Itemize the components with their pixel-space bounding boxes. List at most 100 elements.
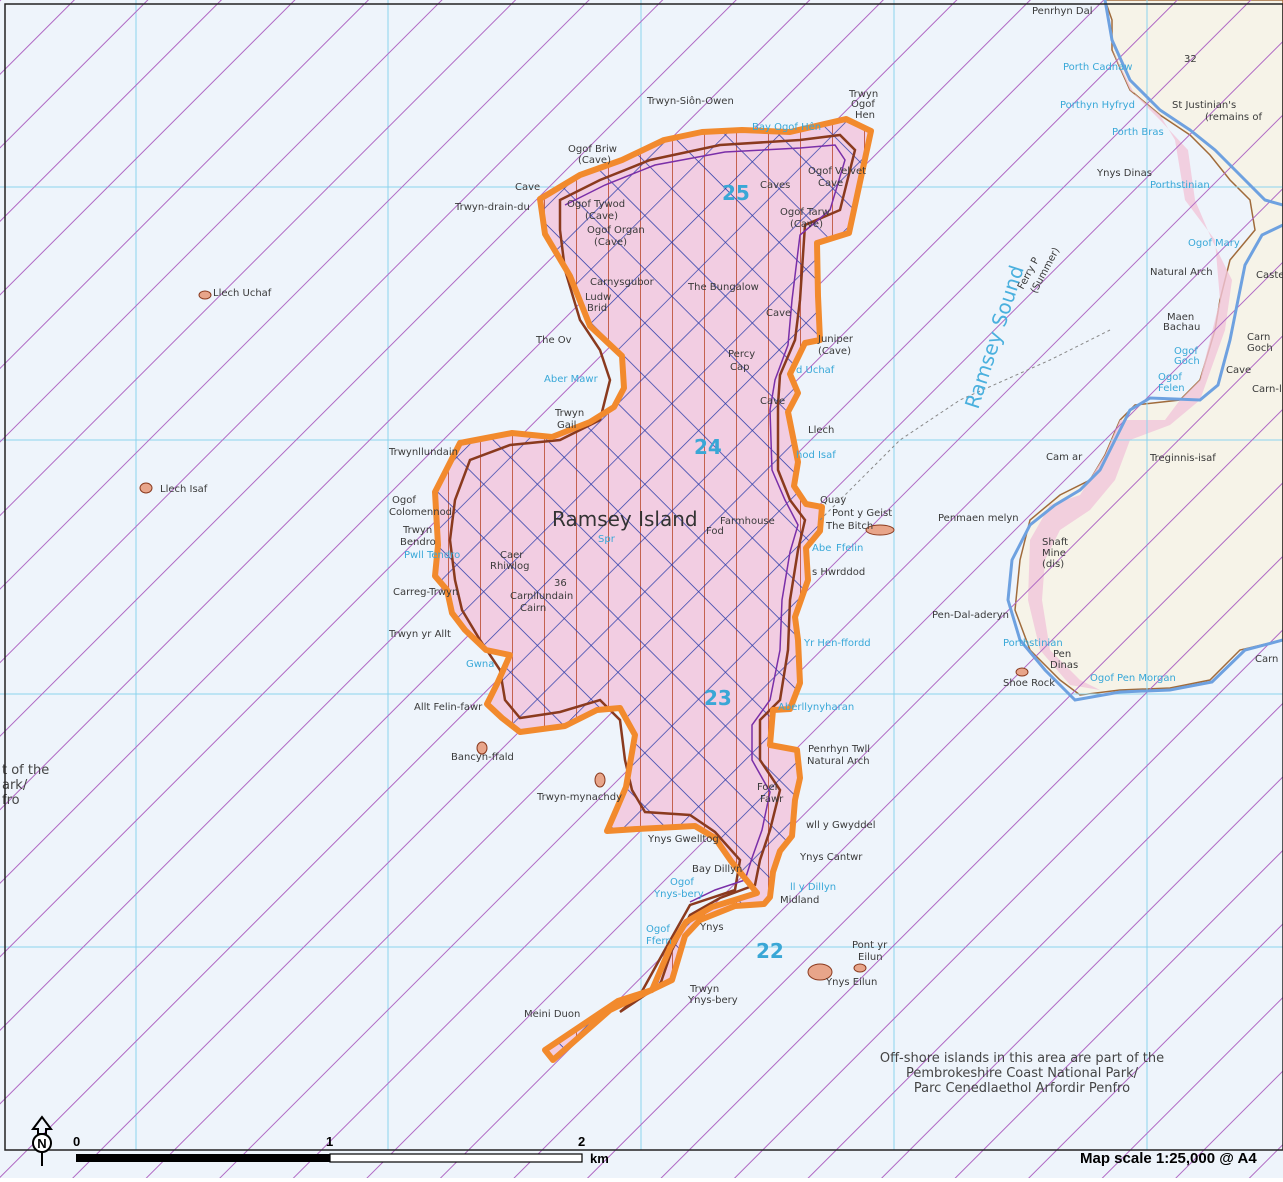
place-label: Penrhyn Dal: [1032, 6, 1092, 17]
place-label: Pwll Tendro: [404, 550, 460, 561]
place-label: Ffern: [646, 936, 672, 947]
place-label: Porth Cadnaw: [1063, 62, 1132, 73]
place-label: (Cave): [790, 219, 823, 230]
place-label: Ogof: [646, 924, 670, 935]
scale-tick-label: 2: [578, 1134, 585, 1149]
place-label: Cave: [1226, 365, 1251, 376]
place-label: Ynys-bery: [687, 995, 738, 1006]
place-label: Trwyn yr Allt: [388, 629, 451, 640]
place-label: St Justinian's: [1172, 100, 1236, 111]
place-label: (remains of: [1205, 112, 1262, 123]
place-label: Trwyn: [402, 525, 432, 536]
place-label: s Hwrddod: [812, 567, 865, 578]
scale-tick-label: 0: [73, 1134, 80, 1149]
place-label: Hen: [855, 110, 875, 121]
place-label: Juniper: [817, 334, 854, 345]
place-label: Ogof: [670, 877, 694, 888]
place-label: Porth Bras: [1112, 127, 1164, 138]
place-label: Ogof Pen Morgan: [1090, 673, 1176, 684]
place-label: Pont y Geist: [832, 508, 892, 519]
place-label: Ynys Dinas: [1096, 168, 1152, 179]
place-label: ll y Dillyn: [790, 882, 836, 893]
place-label: Ogof Tarw: [780, 207, 830, 218]
place-label: Cap: [730, 362, 749, 373]
place-label: Porthstinian: [1150, 180, 1210, 191]
place-label: Trwyn: [554, 408, 584, 419]
left-note-line: fro: [2, 793, 20, 808]
site-boundary-blue[interactable]: [1006, 0, 1283, 702]
place-label: Caves: [760, 180, 790, 191]
place-label: Spr: [598, 534, 616, 545]
place-label: Meini Duon: [524, 1009, 580, 1020]
place-label: Ynys Eilun: [825, 977, 877, 988]
place-label: Cave: [766, 308, 791, 319]
place-label: Ynys-bery: [653, 889, 704, 900]
place-label: Ludw: [585, 292, 611, 303]
place-label: Goch: [1247, 343, 1273, 354]
grid-number: 22: [756, 939, 784, 963]
place-label: Maen: [1167, 312, 1194, 323]
offshore-note-line: Parc Cenedlaethol Arfordir Penfro: [914, 1081, 1130, 1096]
place-label: Goch: [1174, 356, 1200, 367]
scale-segment-black: [76, 1154, 330, 1162]
place-label: Foel: [757, 782, 777, 793]
place-label: (Cave): [578, 155, 611, 166]
place-label: Bancyn-ffald: [451, 752, 514, 763]
place-label: Trwyn-drain-du: [454, 202, 530, 213]
place-label: hod Isaf: [796, 450, 836, 461]
place-label: Percy: [728, 349, 755, 360]
place-label: Llech: [808, 425, 834, 436]
place-label: Fod: [706, 526, 724, 537]
offshore-rocks: [139, 290, 1029, 981]
place-label: Bay Ogof Hên: [752, 121, 821, 133]
place-label: Aber Mawr: [544, 374, 599, 385]
place-label: Bendro: [400, 537, 436, 548]
left-note-line: t of the: [2, 763, 49, 778]
place-label: Ogof: [392, 495, 416, 506]
place-label: The Bungalow: [687, 282, 759, 293]
island-name[interactable]: Ramsey Island: [552, 507, 698, 531]
place-label: Penmaen melyn: [938, 513, 1019, 524]
place-label: Carreg-Trwyn: [393, 587, 458, 598]
place-label: Farmhouse: [720, 516, 775, 527]
place-label: 36: [554, 578, 567, 589]
place-label: (Cave): [818, 346, 851, 357]
place-label: Aberllynyharan: [778, 702, 854, 713]
place-label: Ogof Briw: [568, 144, 617, 155]
place-label: Yr Hen-ffordd: [803, 638, 871, 649]
site-boundary-orange[interactable]: [432, 116, 874, 1063]
place-label: Dinas: [1050, 660, 1078, 671]
place-label: (Cave): [585, 211, 618, 222]
place-label: Ogof: [1174, 346, 1198, 357]
place-label: Ynys Gwelltog: [647, 834, 719, 845]
place-label: The Ov: [535, 335, 572, 346]
place-label: Abe: [812, 543, 831, 554]
scale-segment-white: [329, 1153, 583, 1163]
place-label: Midland: [780, 895, 819, 906]
place-label: Mine: [1042, 548, 1066, 559]
place-label: Shaft: [1042, 537, 1068, 548]
place-label: (Cave): [594, 237, 627, 248]
map-scale-text: Map scale 1:25,000 @ A4: [1080, 1150, 1257, 1167]
place-label: Fawr: [760, 794, 784, 805]
place-label: Brid: [587, 303, 607, 314]
place-label: Pen-Dal-aderyn: [932, 610, 1009, 621]
place-label: Pen: [1053, 649, 1071, 660]
scale-bar: 0 1 2 km: [73, 1134, 609, 1166]
place-label: Gwna: [466, 659, 494, 670]
place-label: Bay Dillyn: [692, 864, 742, 875]
place-label: Porthyn Hyfryd: [1060, 100, 1135, 111]
place-label: Carn-llidi: [1252, 384, 1283, 395]
place-label: Trwynllundain: [388, 447, 458, 458]
place-label: The Bitch: [825, 521, 873, 532]
place-label: Ffelin: [836, 543, 863, 554]
place-label: Ynys: [699, 922, 724, 933]
place-label: Natural Arch: [1150, 267, 1213, 278]
place-label: Colomennod: [389, 507, 452, 518]
place-label: Quay: [820, 495, 846, 506]
place-label: Ogof: [851, 99, 875, 110]
place-label: Pont yr: [852, 940, 888, 951]
